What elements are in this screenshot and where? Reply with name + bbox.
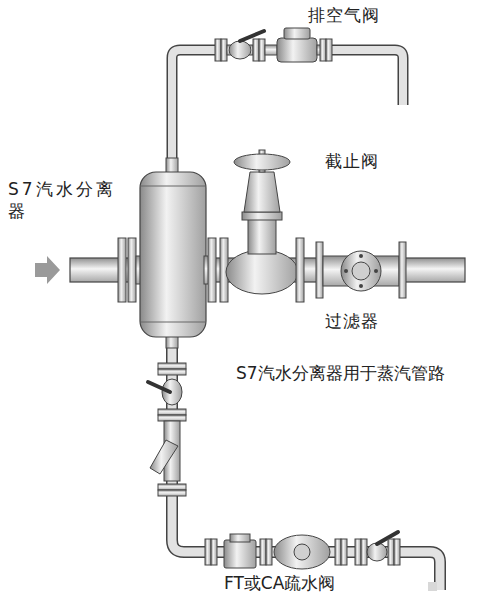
part-label: 排空气阀 bbox=[308, 4, 380, 26]
vent-line bbox=[172, 28, 403, 162]
flow-arrow bbox=[35, 256, 60, 284]
part-label: S7汽水分离器 bbox=[8, 178, 120, 222]
strainer bbox=[316, 242, 406, 298]
separator-vessel bbox=[118, 158, 216, 348]
part-label: S7汽水分离器用于蒸汽管路 bbox=[236, 362, 445, 384]
corner-mark bbox=[428, 582, 437, 591]
part-label: 过滤器 bbox=[325, 310, 379, 332]
part-label: 截止阀 bbox=[325, 150, 379, 172]
globe-valve bbox=[220, 150, 304, 302]
part-label: FT或CA疏水阀 bbox=[224, 572, 335, 594]
